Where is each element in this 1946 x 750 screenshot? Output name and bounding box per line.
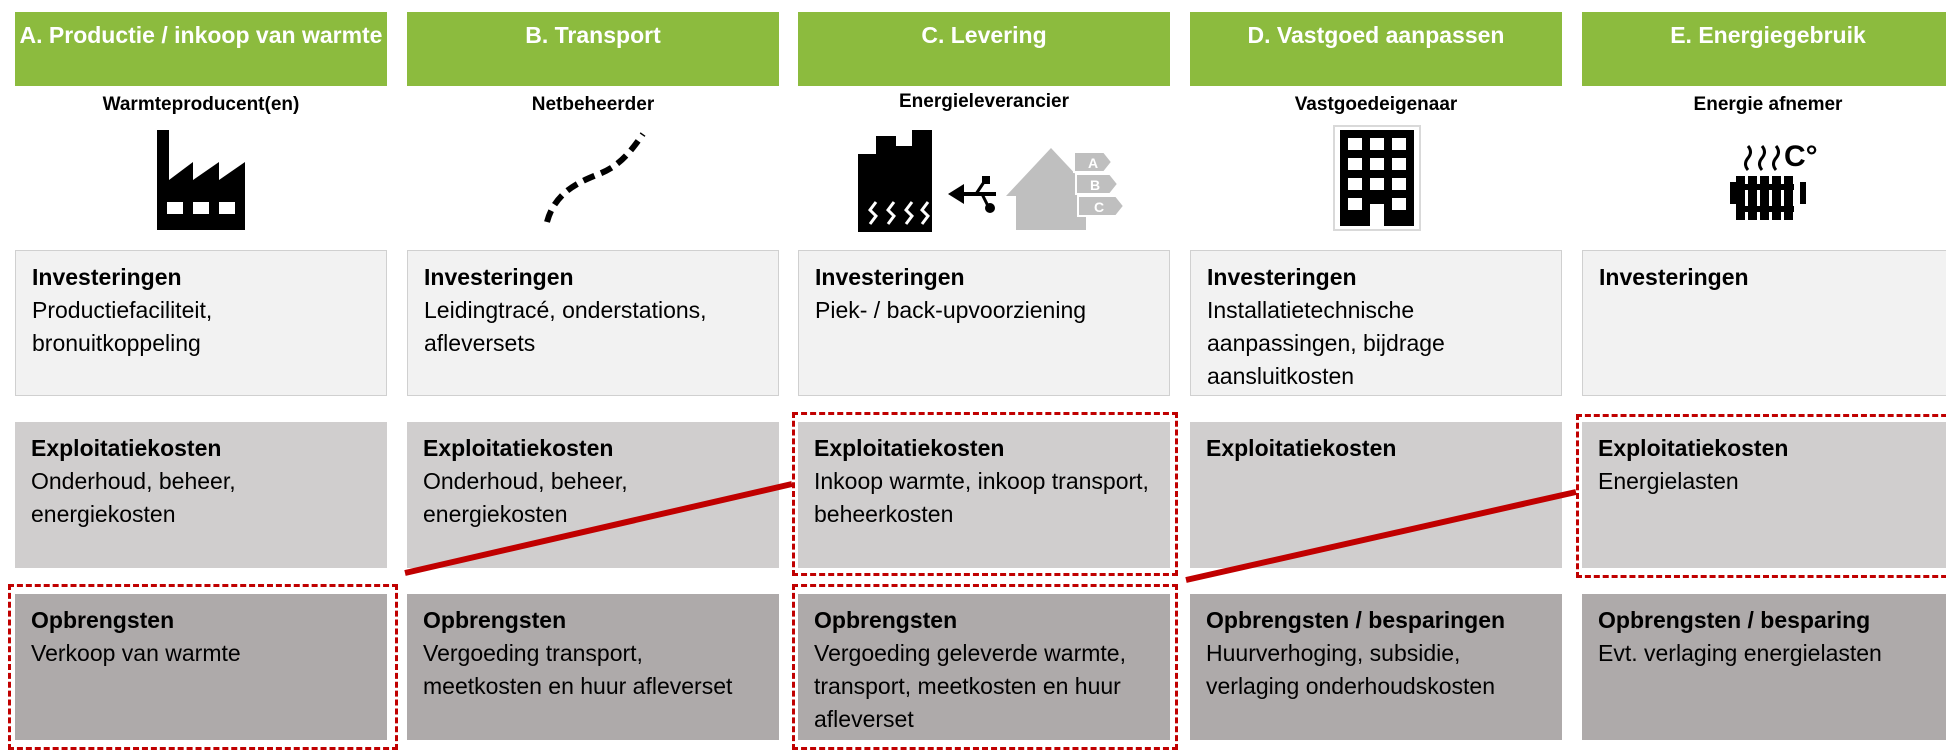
highlight-frame-c-operating-costs — [792, 412, 1178, 576]
highlight-frame-c-revenues — [792, 584, 1178, 750]
column-e: E. Energiegebruik Energie afnemer C° Inv… — [1582, 0, 1946, 750]
column-c-investments-title: Investeringen — [815, 264, 965, 290]
column-d-investments-text: Installatietechnische aanpassingen, bijd… — [1207, 297, 1445, 389]
column-e-operating-costs-title: Exploitatiekosten — [1598, 435, 1789, 461]
column-e-role: Energie afnemer — [1693, 94, 1843, 115]
column-b-operating-costs: Exploitatiekosten Onderhoud, beheer, ene… — [407, 422, 779, 568]
column-c-header: C. Levering — [798, 12, 1170, 86]
column-e-revenues: Opbrengsten / besparing Evt. verlaging e… — [1582, 594, 1946, 740]
highlight-frame-e-operating-costs — [1576, 414, 1946, 578]
column-e-revenues-title: Opbrengsten / besparing — [1598, 607, 1871, 633]
column-a: A. Productie / inkoop van warmte Warmtep… — [15, 0, 387, 750]
radiator-degree-label: C° — [1784, 140, 1818, 173]
column-b-revenues: Opbrengsten Vergoeding transport, meetko… — [407, 594, 779, 740]
energy-label-c: C — [1094, 199, 1104, 215]
column-b-operating-costs-text: Onderhoud, beheer, energiekosten — [423, 468, 628, 527]
energy-label-a: A — [1088, 155, 1098, 171]
column-a-role: Warmteproducent(en) — [102, 94, 300, 115]
column-a-operating-costs: Exploitatiekosten Onderhoud, beheer, ene… — [15, 422, 387, 568]
building-icon — [1333, 125, 1421, 231]
column-d-revenues: Opbrengsten / besparingen Huurverhoging,… — [1190, 594, 1562, 740]
column-d-role: Vastgoedeigenaar — [1294, 94, 1458, 115]
column-d-revenues-title: Opbrengsten / besparingen — [1206, 607, 1506, 633]
column-a-investments-text: Productiefaciliteit, bronuitkoppeling — [32, 297, 213, 356]
column-e-investments: Investeringen — [1582, 250, 1946, 396]
column-e-header: E. Energiegebruik — [1582, 12, 1946, 86]
column-d-header: D. Vastgoed aanpassen — [1190, 12, 1562, 86]
column-d-operating-costs-title: Exploitatiekosten — [1206, 435, 1397, 461]
column-c-investments-text: Piek- / back-upvoorziening — [815, 297, 1087, 323]
column-d-investments-title: Investeringen — [1207, 264, 1357, 290]
column-c-operating-costs-title: Exploitatiekosten — [814, 435, 1005, 461]
connector-line-d-to-e — [1185, 489, 1577, 583]
energy-supplier-icon: A B C — [858, 130, 1126, 232]
column-a-header: A. Productie / inkoop van warmte — [15, 12, 387, 86]
column-b-revenues-text: Vergoeding transport, meetkosten en huur… — [423, 640, 733, 699]
column-b-investments: Investeringen Leidingtracé, onderstation… — [407, 250, 779, 396]
energy-label-b: B — [1090, 177, 1100, 193]
column-c-investments: Investeringen Piek- / back-upvoorziening — [798, 250, 1170, 396]
column-c-operating-costs-text: Inkoop warmte, inkoop transport, beheerk… — [814, 468, 1149, 527]
column-d: D. Vastgoed aanpassen Vastgoedeigenaar I… — [1190, 0, 1562, 750]
column-e-operating-costs-text: Energielasten — [1598, 468, 1739, 494]
column-d-operating-costs: Exploitatiekosten — [1190, 422, 1562, 568]
column-c: C. Levering Energieleverancier A B C Inv… — [798, 0, 1170, 750]
factory-icon — [157, 130, 245, 230]
column-a-revenues-text: Verkoop van warmte — [31, 640, 241, 666]
column-b-investments-title: Investeringen — [424, 264, 574, 290]
column-e-revenues-text: Evt. verlaging energielasten — [1598, 640, 1882, 666]
column-e-operating-costs: Exploitatiekosten Energielasten — [1582, 422, 1946, 568]
column-b-investments-text: Leidingtracé, onderstations, afleversets — [424, 297, 707, 356]
column-c-role: Energieleverancier — [898, 91, 1070, 112]
column-a-investments-title: Investeringen — [32, 264, 182, 290]
column-c-revenues-text: Vergoeding geleverde warmte, transport, … — [814, 640, 1126, 732]
column-b-operating-costs-title: Exploitatiekosten — [423, 435, 614, 461]
column-d-revenues-text: Huurverhoging, subsidie, verlaging onder… — [1206, 640, 1495, 699]
column-b-header: B. Transport — [407, 12, 779, 86]
column-b-role: Netbeheerder — [531, 94, 655, 115]
column-a-revenues: Opbrengsten Verkoop van warmte — [15, 594, 387, 740]
column-b-revenues-title: Opbrengsten — [423, 607, 567, 633]
highlight-frame-a-revenues — [8, 584, 398, 750]
column-c-operating-costs: Exploitatiekosten Inkoop warmte, inkoop … — [798, 422, 1170, 568]
column-c-revenues: Opbrengsten Vergoeding geleverde warmte,… — [798, 594, 1170, 740]
column-d-investments: Investeringen Installatietechnische aanp… — [1190, 250, 1562, 396]
column-a-operating-costs-text: Onderhoud, beheer, energiekosten — [31, 468, 236, 527]
column-a-investments: Investeringen Productiefaciliteit, bronu… — [15, 250, 387, 396]
column-e-investments-title: Investeringen — [1599, 264, 1749, 290]
column-c-revenues-title: Opbrengsten — [814, 607, 958, 633]
connector-line-b-to-c — [404, 481, 793, 576]
pipeline-icon — [544, 132, 646, 223]
column-a-revenues-title: Opbrengsten — [31, 607, 175, 633]
radiator-icon: C° — [1730, 140, 1818, 220]
column-a-operating-costs-title: Exploitatiekosten — [31, 435, 222, 461]
column-b: B. Transport Netbeheerder Investeringen … — [407, 0, 779, 750]
